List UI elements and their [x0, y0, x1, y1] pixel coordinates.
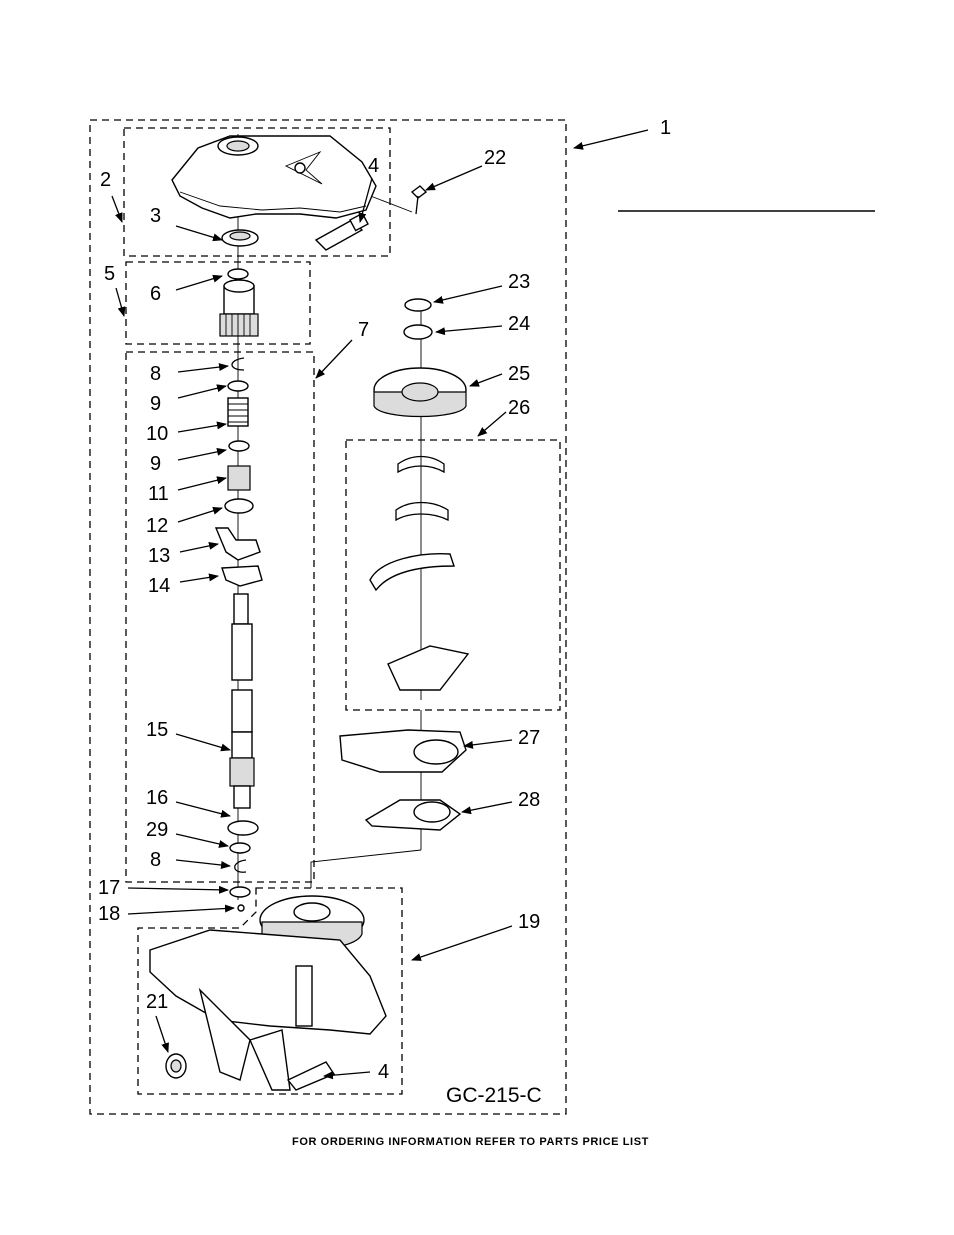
assembly-box-1 — [89, 119, 567, 1115]
part-screw-22 — [410, 185, 428, 215]
part-seal-21 — [165, 1053, 187, 1079]
callout-7: 7 — [358, 319, 369, 341]
callout-2: 2 — [100, 169, 111, 191]
part-agitate-shaft-15 — [229, 593, 255, 809]
callout-4-bottom: 4 — [378, 1061, 389, 1083]
callout-8-bottom: 8 — [150, 849, 161, 871]
callout-22: 22 — [484, 147, 506, 169]
callout-29: 29 — [146, 819, 168, 841]
callout-11: 11 — [148, 483, 169, 505]
callout-8-top: 8 — [150, 363, 161, 385]
callout-17: 17 — [98, 877, 120, 899]
callout-21: 21 — [146, 991, 168, 1013]
part-seal-3 — [221, 229, 259, 247]
callout-26: 26 — [508, 397, 530, 419]
callout-5: 5 — [104, 263, 115, 285]
callout-3: 3 — [150, 205, 161, 227]
callout-25: 25 — [508, 363, 530, 385]
assembly-box-7 — [125, 351, 315, 883]
part-top-cover — [171, 135, 377, 219]
callout-12: 12 — [146, 515, 168, 537]
callout-28: 28 — [518, 789, 540, 811]
leader-lines — [111, 129, 649, 1080]
diagram-code: GC-215-C — [446, 1084, 542, 1107]
assembly-box-19 — [137, 887, 403, 1095]
part-lower-stack — [227, 820, 259, 912]
assembly-box-26 — [345, 439, 561, 711]
callout-4-top: 4 — [368, 155, 379, 177]
part-drive-bearing-6 — [219, 268, 259, 337]
callout-9-top: 9 — [150, 393, 161, 415]
part-grease-tube-bottom — [286, 1061, 336, 1091]
part-gearcase-19 — [149, 895, 387, 1091]
callout-16: 16 — [146, 787, 168, 809]
callout-14: 14 — [148, 575, 170, 597]
callout-15: 15 — [146, 719, 168, 741]
footer-note: FOR ORDERING INFORMATION REFER TO PARTS … — [292, 1136, 649, 1148]
callout-6: 6 — [150, 283, 161, 305]
assembly-box-2 — [123, 127, 391, 257]
callout-19: 19 — [518, 911, 540, 933]
callout-9-bottom: 9 — [150, 453, 161, 475]
callout-13: 13 — [148, 545, 170, 567]
callout-24: 24 — [508, 313, 530, 335]
part-stack-8-14 — [214, 357, 263, 587]
callout-10: 10 — [146, 423, 168, 445]
callout-23: 23 — [508, 271, 530, 293]
callout-1: 1 — [660, 117, 671, 139]
callout-27: 27 — [518, 727, 540, 749]
part-right-stack — [339, 298, 470, 831]
callout-18: 18 — [98, 903, 120, 925]
callout-labels: 1 2 3 4 5 6 7 8 9 10 9 11 12 13 14 15 16… — [98, 117, 671, 1083]
